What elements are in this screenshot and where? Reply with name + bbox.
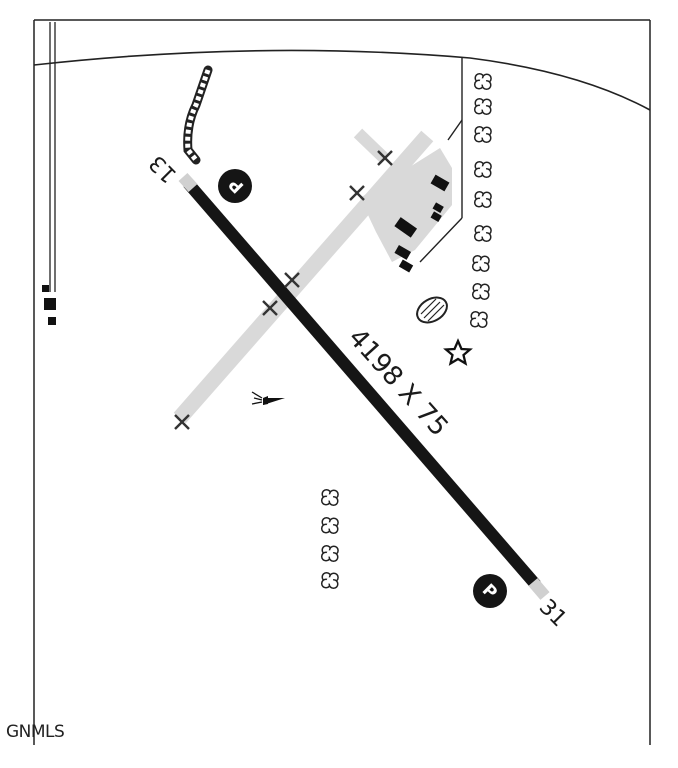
runway-end-13-label: 13 xyxy=(145,150,182,187)
left-road xyxy=(49,22,56,292)
road-line xyxy=(33,49,651,111)
taxiway-curve xyxy=(183,65,213,165)
tree-icon-column-south xyxy=(320,488,339,590)
hangar-buildings xyxy=(394,174,450,273)
map-frame xyxy=(33,19,651,745)
watermark-text: GNMLS xyxy=(6,722,65,742)
stadium-icon xyxy=(416,296,448,324)
tree-icon-column-east xyxy=(469,72,492,329)
star-icon xyxy=(443,338,473,366)
windsock-icon xyxy=(251,391,285,405)
left-buildings xyxy=(42,285,56,325)
fence-line xyxy=(419,58,463,263)
parking-symbol-south: P xyxy=(473,574,507,608)
apron-area xyxy=(360,148,452,262)
runway-13-31 xyxy=(178,172,550,600)
parking-symbol-north: P xyxy=(218,169,252,203)
runway-end-31-label: 31 xyxy=(534,595,571,632)
